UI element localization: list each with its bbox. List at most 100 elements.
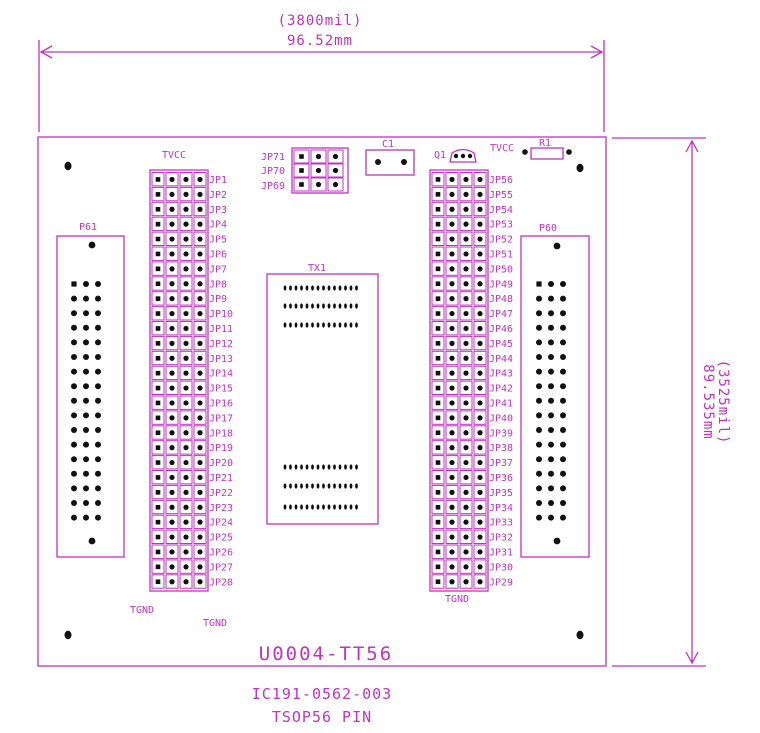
left-cell (165, 306, 179, 321)
right-cell (473, 350, 487, 366)
p61-pin-pad (71, 368, 77, 375)
right-cell (473, 306, 487, 321)
right-cell (431, 246, 445, 261)
tx1-pin-pad (283, 483, 287, 489)
tx1-pin-pad (316, 322, 320, 328)
p60-pin-pad (560, 310, 566, 317)
right-cell (445, 440, 459, 455)
left-header-label: JP26 (209, 547, 233, 558)
left-header-label: JP22 (209, 488, 233, 499)
left-pin-pad (197, 191, 203, 197)
left-pin-pad (183, 176, 189, 183)
left-cell (179, 574, 193, 589)
right-pin-pad (463, 519, 469, 525)
p60-pin-pad (548, 324, 554, 331)
tx1-pin-pad (322, 303, 325, 309)
right-square-pad (435, 341, 441, 346)
tx1-pin-pad (305, 464, 309, 470)
left-pin-pad (197, 296, 203, 302)
right-header-label: JP53 (489, 220, 513, 231)
tx1-pin-pad (355, 504, 358, 510)
left-cell (193, 306, 207, 321)
tx1-pin-pad (311, 285, 314, 291)
p61-label: P61 (79, 222, 97, 233)
right-pin-pad (449, 296, 455, 302)
left-square-pad (155, 370, 161, 376)
top-header-cell (293, 149, 310, 164)
tx1-pin-pad (316, 285, 320, 291)
left-square-pad (155, 326, 161, 331)
right-pin-pad (477, 296, 483, 302)
right-pin-pad (449, 325, 455, 332)
right-square-pad (435, 296, 441, 301)
left-cell (151, 261, 165, 276)
p60-pin-pad (548, 281, 554, 287)
left-cell (151, 201, 165, 217)
right-cell (431, 201, 445, 217)
tx1-pin-pad (300, 464, 303, 470)
right-cell (473, 544, 487, 559)
left-cell (179, 544, 193, 559)
q1-label: Q1 (434, 150, 446, 161)
left-square-pad (155, 266, 161, 272)
pads-layer (64, 149, 584, 640)
part-number: IC191-0562-003 (252, 685, 392, 703)
left-pin-pad (183, 459, 189, 466)
jp69-label: JP69 (261, 181, 285, 192)
left-pin-pad (197, 281, 203, 287)
right-cell (431, 499, 445, 515)
right-header-label: JP35 (489, 488, 513, 499)
tx1-pin-pad (305, 322, 309, 328)
p61-pin-pad (95, 412, 101, 419)
right-cell (473, 455, 487, 470)
right-cell (445, 276, 459, 291)
right-cell (459, 231, 473, 247)
q1-pad (460, 153, 466, 159)
c1-pad (375, 159, 381, 165)
left-cell (179, 499, 193, 515)
tvcc-left-label: TVCC (162, 150, 186, 161)
left-cell (193, 172, 207, 187)
tx1-pin-pad (349, 303, 353, 309)
left-cell (179, 231, 193, 247)
right-pin-pad (449, 191, 455, 197)
right-cell (459, 544, 473, 559)
p60-pin-pad (548, 339, 554, 346)
right-cell (445, 335, 459, 351)
right-cell (431, 395, 445, 410)
p60-pin-pad (548, 368, 554, 375)
left-header-label: JP10 (209, 309, 233, 320)
right-pin-pad (463, 415, 469, 421)
left-cell (165, 350, 179, 366)
right-pin-pad (449, 310, 455, 317)
left-cell (151, 216, 165, 232)
tx1-pin-pad (327, 464, 331, 470)
left-cell (165, 410, 179, 425)
right-header-label: JP40 (489, 413, 513, 424)
left-cell (165, 365, 179, 381)
left-cell (165, 484, 179, 500)
left-pin-pad (183, 310, 189, 317)
right-header-label: JP55 (489, 190, 513, 201)
top-header-block (291, 147, 349, 194)
q1-pad (467, 153, 473, 159)
left-pin-pad (169, 370, 175, 376)
left-pin-pad (183, 445, 189, 451)
right-pin-pad (449, 474, 455, 481)
left-square-pad (155, 475, 161, 480)
right-cell (473, 410, 487, 425)
left-cell (165, 455, 179, 470)
left-square-pad (155, 281, 161, 287)
tx1-pin-pad (327, 483, 331, 489)
left-header-label: JP12 (209, 339, 233, 350)
left-cell (151, 514, 165, 530)
right-pin-pad (463, 221, 469, 227)
q1-outline (449, 148, 477, 163)
p61-pin-pad (71, 441, 77, 448)
right-cell (473, 499, 487, 515)
right-cell (445, 306, 459, 321)
right-cell (445, 529, 459, 544)
p61-pin-pad (95, 485, 101, 492)
tx1-pin-pad (327, 322, 331, 328)
right-pin-pad (477, 176, 483, 183)
